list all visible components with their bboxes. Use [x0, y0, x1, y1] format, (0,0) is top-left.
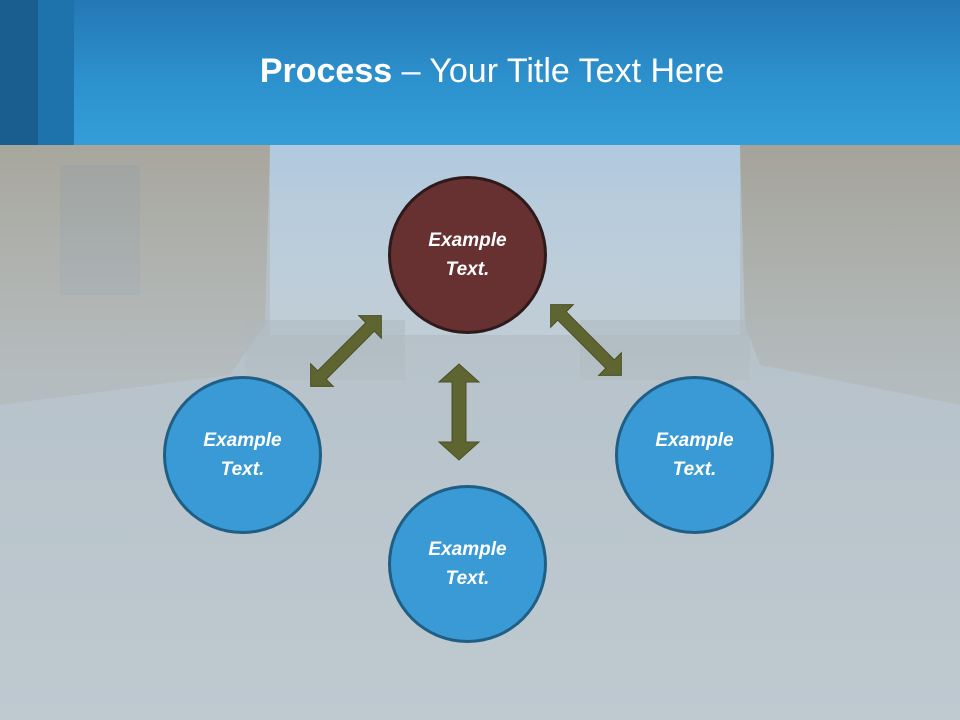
node-right: Example Text. [615, 376, 774, 534]
header-stripe-dark [0, 0, 38, 145]
title-bold: Process [259, 52, 393, 90]
node-top: Example Text. [388, 176, 547, 334]
node-left: Example Text. [163, 376, 322, 534]
node-left-label: Example Text. [203, 430, 282, 480]
arrow-vertical [437, 363, 481, 461]
header-band [0, 0, 960, 145]
header-stripe-mid [38, 0, 74, 145]
arrow-top-left [310, 315, 382, 387]
slide-title: Process – Your Title Text Here [0, 52, 960, 91]
node-top-label: Example Text. [428, 230, 507, 280]
arrow-top-right [550, 304, 622, 376]
node-right-label: Example Text. [655, 430, 734, 480]
node-bottom-label: Example Text. [428, 539, 507, 589]
node-bottom: Example Text. [388, 485, 547, 643]
title-rest: – Your Title Text Here [392, 52, 725, 90]
